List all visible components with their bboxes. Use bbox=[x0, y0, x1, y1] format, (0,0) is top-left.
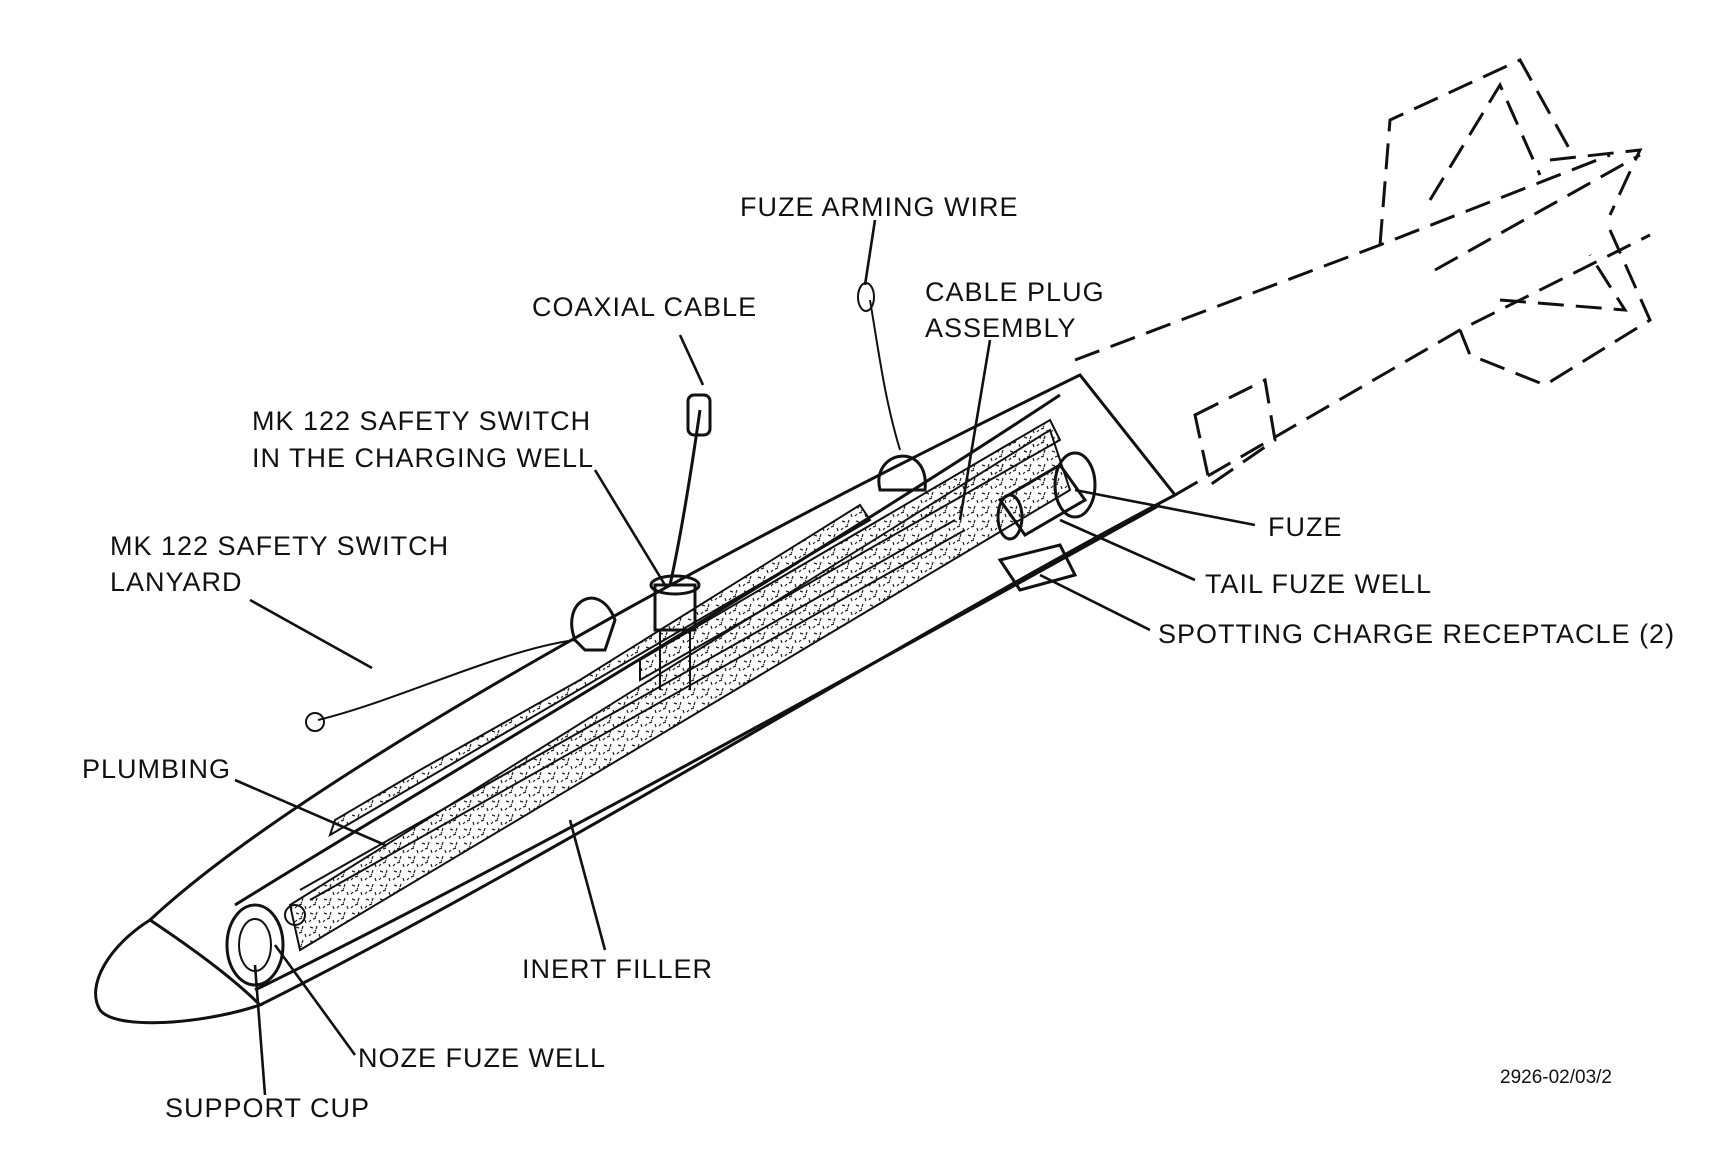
label-cable-plug-line2: ASSEMBLY bbox=[925, 313, 1077, 343]
coaxial-cable bbox=[668, 393, 712, 586]
label-safety-switch-well-line1: MK 122 SAFETY SWITCH bbox=[252, 406, 591, 436]
label-safety-switch-lanyard-line2: LANYARD bbox=[110, 567, 243, 597]
figure-id: 2926-02/03/2 bbox=[1500, 1067, 1612, 1088]
label-safety-switch-lanyard-line1: MK 122 SAFETY SWITCH bbox=[110, 531, 449, 561]
label-coaxial-cable: COAXIAL CABLE bbox=[532, 292, 757, 322]
fuze-component bbox=[996, 451, 1097, 541]
label-tail-fuze-well: TAIL FUZE WELL bbox=[1205, 569, 1432, 599]
label-inert-filler: INERT FILLER bbox=[522, 954, 713, 984]
plumbing bbox=[299, 519, 966, 901]
label-safety-switch-well-line2: IN THE CHARGING WELL bbox=[252, 443, 594, 473]
spotting-charge-receptacle bbox=[997, 543, 1078, 592]
callout-labels: FUZE ARMING WIRE COAXIAL CABLE CABLE PLU… bbox=[82, 192, 1675, 1123]
label-fuze: FUZE bbox=[1268, 512, 1343, 542]
label-plumbing: PLUMBING bbox=[82, 754, 231, 784]
arming-wire-fitting bbox=[857, 282, 927, 492]
inert-filler bbox=[288, 418, 1072, 952]
tail-assembly-phantom bbox=[1074, 58, 1652, 497]
charging-cap bbox=[570, 596, 617, 652]
safety-switch-well bbox=[649, 574, 701, 690]
label-support-cup: SUPPORT CUP bbox=[165, 1093, 370, 1123]
label-nose-fuze-well: NOZE FUZE WELL bbox=[358, 1043, 606, 1073]
label-cable-plug-line1: CABLE PLUG bbox=[925, 277, 1105, 307]
label-fuze-arming-wire: FUZE ARMING WIRE bbox=[740, 192, 1019, 222]
label-spotting-charge: SPOTTING CHARGE RECEPTACLE (2) bbox=[1158, 619, 1675, 649]
leader-lines bbox=[234, 219, 1256, 1096]
bomb-body bbox=[94, 373, 1178, 1025]
lanyard bbox=[305, 639, 576, 732]
